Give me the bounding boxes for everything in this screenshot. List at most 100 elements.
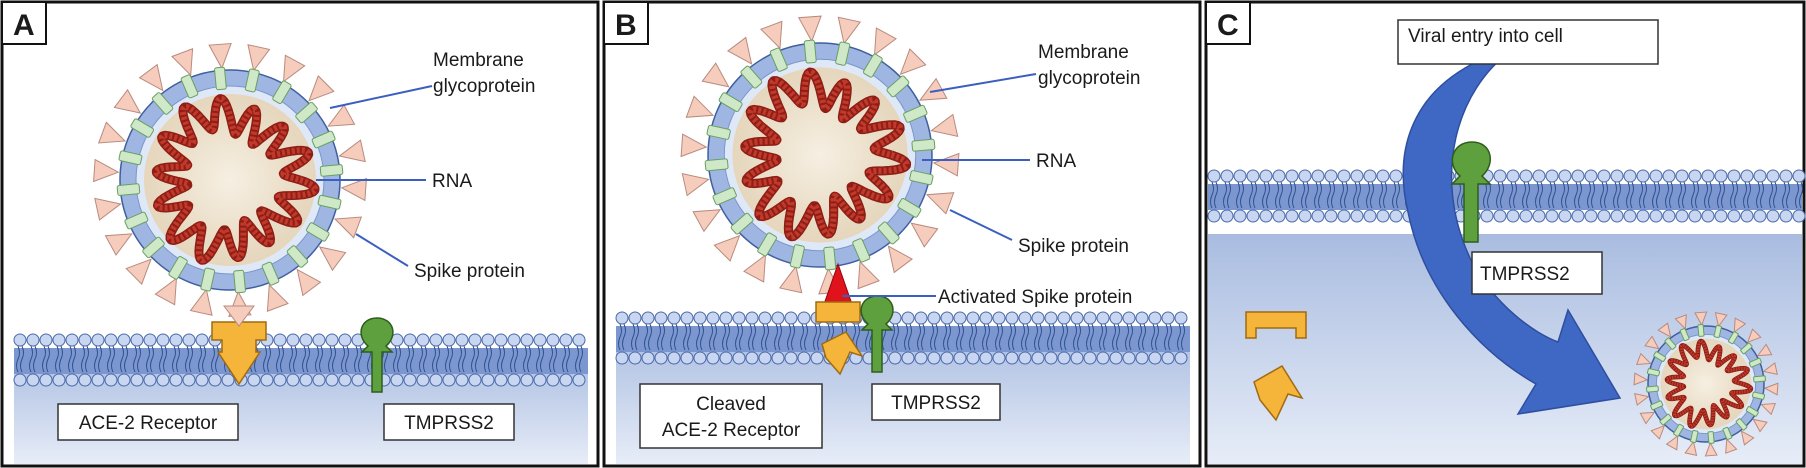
membrane-glycoprotein-icon <box>903 104 928 123</box>
label-spike-protein-a: Spike protein <box>414 261 525 282</box>
lipid-head <box>940 311 954 325</box>
spike-protein-icon <box>918 77 948 101</box>
spike-protein-icon <box>266 283 289 312</box>
lipid-tail <box>787 323 795 351</box>
label-ace2-receptor: ACE-2 Receptor <box>79 413 218 434</box>
spike-protein-icon <box>318 246 347 272</box>
membrane-glycoprotein-icon <box>1735 418 1748 431</box>
lipid-head <box>169 333 183 347</box>
label-activated-spike-protein: Activated Spike protein <box>938 287 1132 308</box>
lipid-head <box>1337 169 1351 183</box>
spike-protein-icon <box>308 75 335 102</box>
spike-protein-icon <box>1665 434 1679 451</box>
membrane-glycoprotein-icon <box>706 124 731 140</box>
lipid-head <box>927 311 941 325</box>
lipid-head <box>286 373 300 387</box>
lipid-head <box>39 373 53 387</box>
spike-protein-icon <box>1752 418 1768 433</box>
lipid-head <box>1174 351 1188 365</box>
lipid-head <box>719 311 733 325</box>
membrane-glycoprotein-icon <box>124 211 149 230</box>
lipid-head <box>1532 209 1546 223</box>
spike-protein-icon <box>1650 424 1666 440</box>
lipid-head <box>338 333 352 347</box>
lipid-head <box>1545 209 1559 223</box>
lipid-tail <box>1301 181 1309 209</box>
lipid-tail <box>631 323 639 351</box>
spike-protein-icon <box>282 54 306 83</box>
spike-protein-icon <box>333 216 363 239</box>
lipid-tail <box>536 345 544 373</box>
lipid-head <box>286 333 300 347</box>
lipid-head <box>1766 209 1780 223</box>
lipid-head <box>169 373 183 387</box>
spike-protein-icon <box>713 234 741 262</box>
tmprss2-label-box-c <box>1471 251 1603 295</box>
spike-protein-icon <box>1639 411 1656 425</box>
rna-strand <box>1665 339 1753 428</box>
lipid-head <box>312 373 326 387</box>
membrane-glycoprotein-icon <box>168 256 188 280</box>
lipid-head <box>1597 209 1611 223</box>
lipid-tail <box>1099 323 1107 351</box>
lipid-head <box>130 333 144 347</box>
lipid-tail <box>289 345 297 373</box>
spike-protein-icon <box>1746 328 1762 344</box>
lipid-head <box>78 333 92 347</box>
lipid-head <box>1246 209 1260 223</box>
lipid-tail <box>1138 323 1146 351</box>
lipid-tail <box>1327 181 1335 209</box>
panel-b: B Membrane glycoprotein RNA Spike protei… <box>602 0 1202 468</box>
spike-protein-icon <box>125 258 152 285</box>
lipid-head <box>1233 169 1247 183</box>
lipid-tail <box>1639 181 1647 209</box>
lipid-tail <box>198 345 206 373</box>
membrane-glycoprotein-icon <box>286 245 309 268</box>
lipid-head <box>1057 351 1071 365</box>
lipid-head <box>1389 209 1403 223</box>
lipid-head <box>1584 209 1598 223</box>
lipid-head <box>182 373 196 387</box>
lipid-head <box>1044 311 1058 325</box>
lipid-head <box>992 351 1006 365</box>
spike-protein-icon <box>1714 312 1728 328</box>
lipid-tail <box>549 345 557 373</box>
label-rna-b: RNA <box>1036 151 1076 172</box>
lipid-tail <box>42 345 50 373</box>
tmprss2-icon-c <box>1450 141 1492 243</box>
lipid-head <box>468 333 482 347</box>
spike-protein-icon <box>1756 343 1773 357</box>
lipid-head <box>953 351 967 365</box>
lipid-head <box>1649 169 1663 183</box>
membrane-glycoprotein-icon <box>306 222 330 242</box>
label-tmprss2-a: TMPRSS2 <box>404 413 494 434</box>
spike-protein-icon <box>104 233 133 256</box>
lipid-head <box>1597 169 1611 183</box>
membrane-glycoprotein-icon <box>180 74 199 99</box>
lipid-head <box>91 373 105 387</box>
lipid-tail <box>185 345 193 373</box>
lipid-tail <box>982 323 990 351</box>
lipid-head <box>628 351 642 365</box>
lipid-head <box>156 333 170 347</box>
lipid-tail <box>1743 181 1751 209</box>
membrane-glycoprotein-icon <box>319 164 344 177</box>
lipid-head <box>706 311 720 325</box>
tmprss2-icon-b <box>860 295 894 373</box>
lipid-head <box>667 311 681 325</box>
lipid-tail <box>1574 181 1582 209</box>
spike-protein-icon <box>1657 322 1672 338</box>
lipid-head <box>966 351 980 365</box>
lipid-tail <box>735 323 743 351</box>
lipid-head <box>104 373 118 387</box>
lipid-head <box>1298 209 1312 223</box>
spike-protein-icon <box>692 209 722 233</box>
lipid-head <box>953 311 967 325</box>
membrane-glycoprotein-icon <box>244 68 260 93</box>
lipid-tail <box>813 323 821 351</box>
lipid-tail <box>1249 181 1257 209</box>
lipid-tail <box>1314 181 1322 209</box>
lipid-head <box>1220 209 1234 223</box>
membrane-glycoprotein-icon <box>1751 391 1766 400</box>
